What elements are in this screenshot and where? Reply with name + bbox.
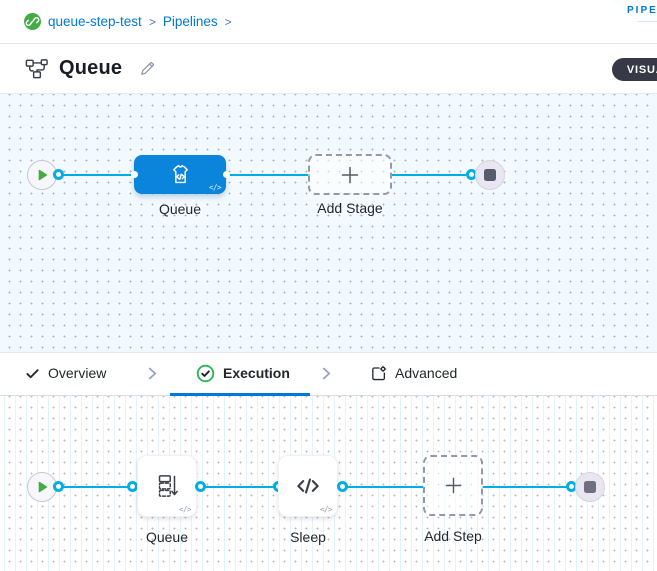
tab-advanced-label: Advanced <box>395 365 458 381</box>
stage-canvas[interactable]: </> Queue Add Stage <box>0 94 657 352</box>
breadcrumb-separator: > <box>148 14 156 29</box>
stop-icon <box>484 169 496 181</box>
tab-execution-label: Execution <box>223 365 290 381</box>
tab-overview[interactable]: Overview <box>25 353 106 393</box>
check-circle-icon <box>196 364 215 383</box>
pipeline-icon <box>24 56 49 81</box>
tab-execution[interactable]: Execution <box>196 353 290 393</box>
connector-port[interactable] <box>53 169 64 180</box>
connector-port[interactable] <box>195 481 206 492</box>
play-icon <box>38 169 48 181</box>
add-stage-button[interactable] <box>308 154 392 195</box>
check-icon <box>25 366 40 381</box>
breadcrumb-project-link[interactable]: queue-step-test <box>48 14 142 29</box>
chevron-right-icon <box>322 367 331 385</box>
step-connector-line <box>198 486 280 488</box>
stage-label: Queue <box>158 201 202 217</box>
advanced-settings-icon <box>370 365 387 382</box>
execution-canvas[interactable]: </> Queue </> Sleep Add Step <box>0 396 657 571</box>
stage-config-tabbar: Overview Execution Advanced <box>0 352 657 396</box>
stage-connector-line <box>58 174 136 176</box>
active-tab-underline <box>170 393 310 396</box>
pipeline-end-node[interactable] <box>475 160 505 190</box>
stop-icon <box>584 481 596 493</box>
breadcrumb-pipelines-link[interactable]: Pipelines <box>162 14 218 29</box>
stage-connector-line <box>224 174 310 176</box>
step-connector-line <box>340 486 424 488</box>
breadcrumb-bar: queue-step-test > Pipelines > PIPELINE S… <box>0 0 657 44</box>
pipeline-studio-ribbon: PIPELINE STUDIO <box>611 0 657 22</box>
tab-overview-label: Overview <box>48 365 107 381</box>
step-label: Queue <box>145 529 189 545</box>
queue-step-icon <box>152 471 182 501</box>
yaml-code-badge: </> <box>208 183 222 192</box>
breadcrumb: queue-step-test > Pipelines > <box>48 14 232 29</box>
pipeline-header: Queue VISUAL <box>0 44 657 94</box>
execution-end-node[interactable] <box>575 472 605 502</box>
stage-node-queue[interactable]: </> <box>130 155 230 194</box>
edit-pipeline-name-button[interactable] <box>137 58 158 79</box>
step-node-queue[interactable]: </> <box>137 455 197 517</box>
page-title: Queue <box>59 57 123 79</box>
step-connector-line <box>58 486 134 488</box>
ribbon-label: PIPELINE STUDIO <box>627 5 657 16</box>
stage-port-right <box>222 171 230 178</box>
play-icon <box>38 481 48 493</box>
code-brackets-icon <box>293 471 323 501</box>
step-node-sleep[interactable]: </> <box>278 455 338 517</box>
plus-icon <box>443 475 464 496</box>
add-stage-label: Add Stage <box>317 200 383 216</box>
ci-module-icon <box>24 13 41 30</box>
execution-start-node[interactable] <box>27 472 57 502</box>
add-step-button[interactable] <box>423 455 483 516</box>
pencil-icon <box>139 60 156 77</box>
connector-port[interactable] <box>53 481 64 492</box>
ci-stage-icon <box>168 162 193 187</box>
yaml-code-badge: </> <box>319 505 333 514</box>
step-connector-line <box>482 486 573 488</box>
connector-port[interactable] <box>127 481 138 492</box>
breadcrumb-separator: > <box>224 14 232 29</box>
plus-icon <box>339 164 361 186</box>
visual-yaml-toggle[interactable]: VISUAL <box>611 58 657 81</box>
visual-toggle-label: VISUAL <box>626 63 657 76</box>
add-step-label: Add Step <box>424 528 482 544</box>
tab-advanced[interactable]: Advanced <box>370 353 457 393</box>
yaml-code-badge: </> <box>178 505 192 514</box>
chevron-right-icon <box>148 367 157 385</box>
stage-connector-line <box>390 174 474 176</box>
step-label: Sleep <box>290 529 326 545</box>
connector-port[interactable] <box>337 481 348 492</box>
stage-port-left <box>130 171 138 178</box>
